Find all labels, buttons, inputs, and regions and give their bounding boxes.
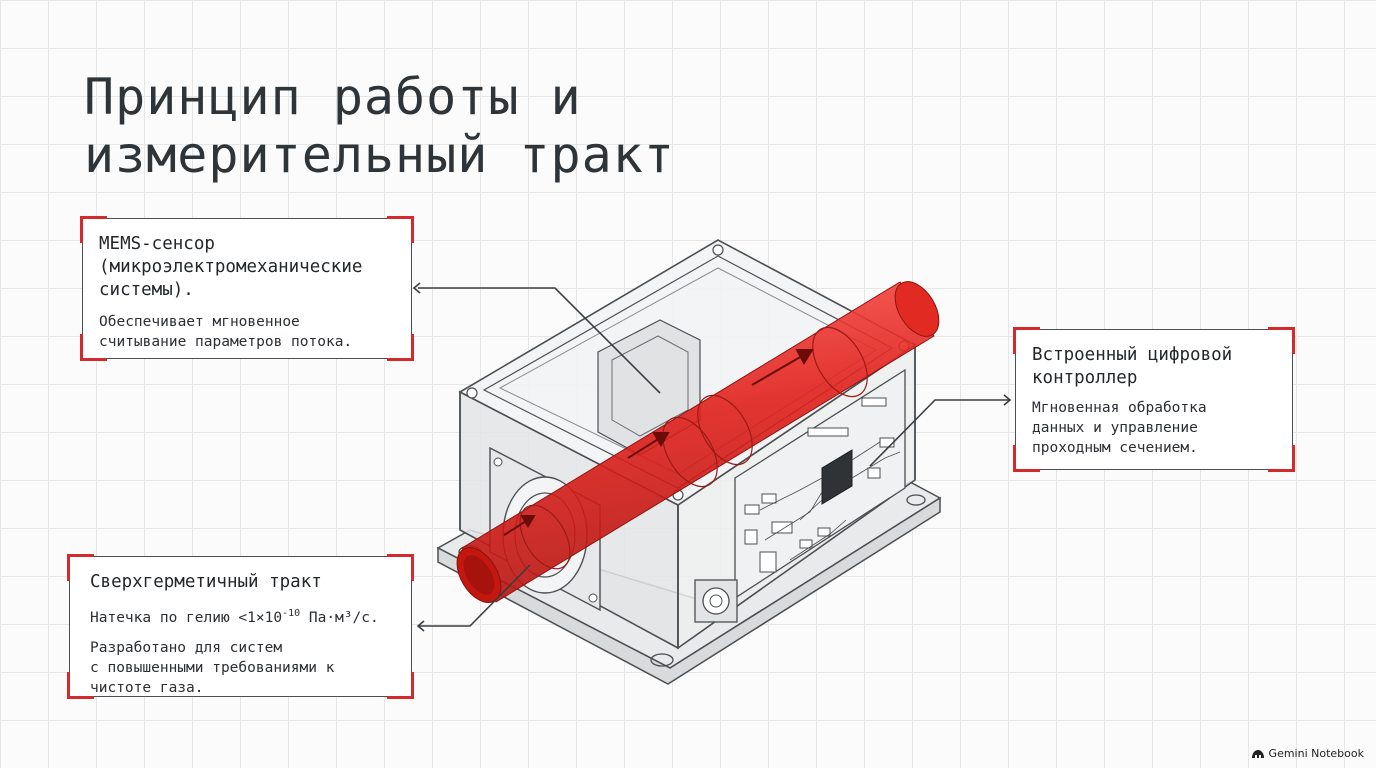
controller-description: Мгновенная обработка данных и управление… [1032, 400, 1207, 456]
gemini-notebook-icon [1251, 749, 1264, 758]
corner-accent [387, 672, 414, 699]
footer-branding: Gemini Notebook [1251, 747, 1364, 760]
corner-accent [387, 554, 414, 581]
tract-description: Разработано для систем с повышенными тре… [90, 640, 335, 696]
corner-accent [1268, 445, 1295, 472]
corner-accent [387, 216, 414, 243]
page-title-line-2: измерительный тракт [84, 126, 675, 184]
corner-accent [67, 554, 94, 581]
callout-mems-sensor: MEMS-сенсор (микроэлектромеханические си… [80, 216, 414, 361]
corner-accent [1268, 327, 1295, 354]
page-title-line-1: Принцип работы и [84, 68, 582, 126]
leak-rate-prefix: Натечка по гелию <1×10 [90, 610, 283, 626]
corner-accent [67, 672, 94, 699]
corner-accent [387, 334, 414, 361]
corner-accent [1013, 445, 1040, 472]
corner-accent [80, 216, 107, 243]
controller-board [694, 368, 906, 623]
tract-heading: Сверхгерметичный тракт [90, 572, 322, 592]
corner-accent [80, 334, 107, 361]
callout-digital-controller: Встроенный цифровой контроллер Мгновенна… [1013, 327, 1295, 472]
corner-accent [1013, 327, 1040, 354]
leader-lines [412, 282, 1012, 632]
tract-leak-rate: Натечка по гелию <1×10-10 Па·м³/с. [90, 604, 391, 628]
leak-rate-unit: Па·м³/с. [300, 610, 379, 626]
mems-heading: MEMS-сенсор (микроэлектромеханические си… [99, 234, 363, 300]
footer-brand-text: Gemini Notebook [1268, 747, 1364, 760]
controller-heading: Встроенный цифровой контроллер [1032, 345, 1233, 388]
mems-description: Обеспечивает мгновенное считывание парам… [99, 314, 353, 350]
leak-rate-exponent: -10 [282, 608, 301, 619]
flow-direction-arrows [503, 349, 814, 536]
page-title: Принцип работы и измерительный тракт [84, 68, 784, 184]
callout-hermetic-tract: Сверхгерметичный тракт Натечка по гелию … [67, 554, 414, 699]
flow-tube [456, 281, 940, 603]
